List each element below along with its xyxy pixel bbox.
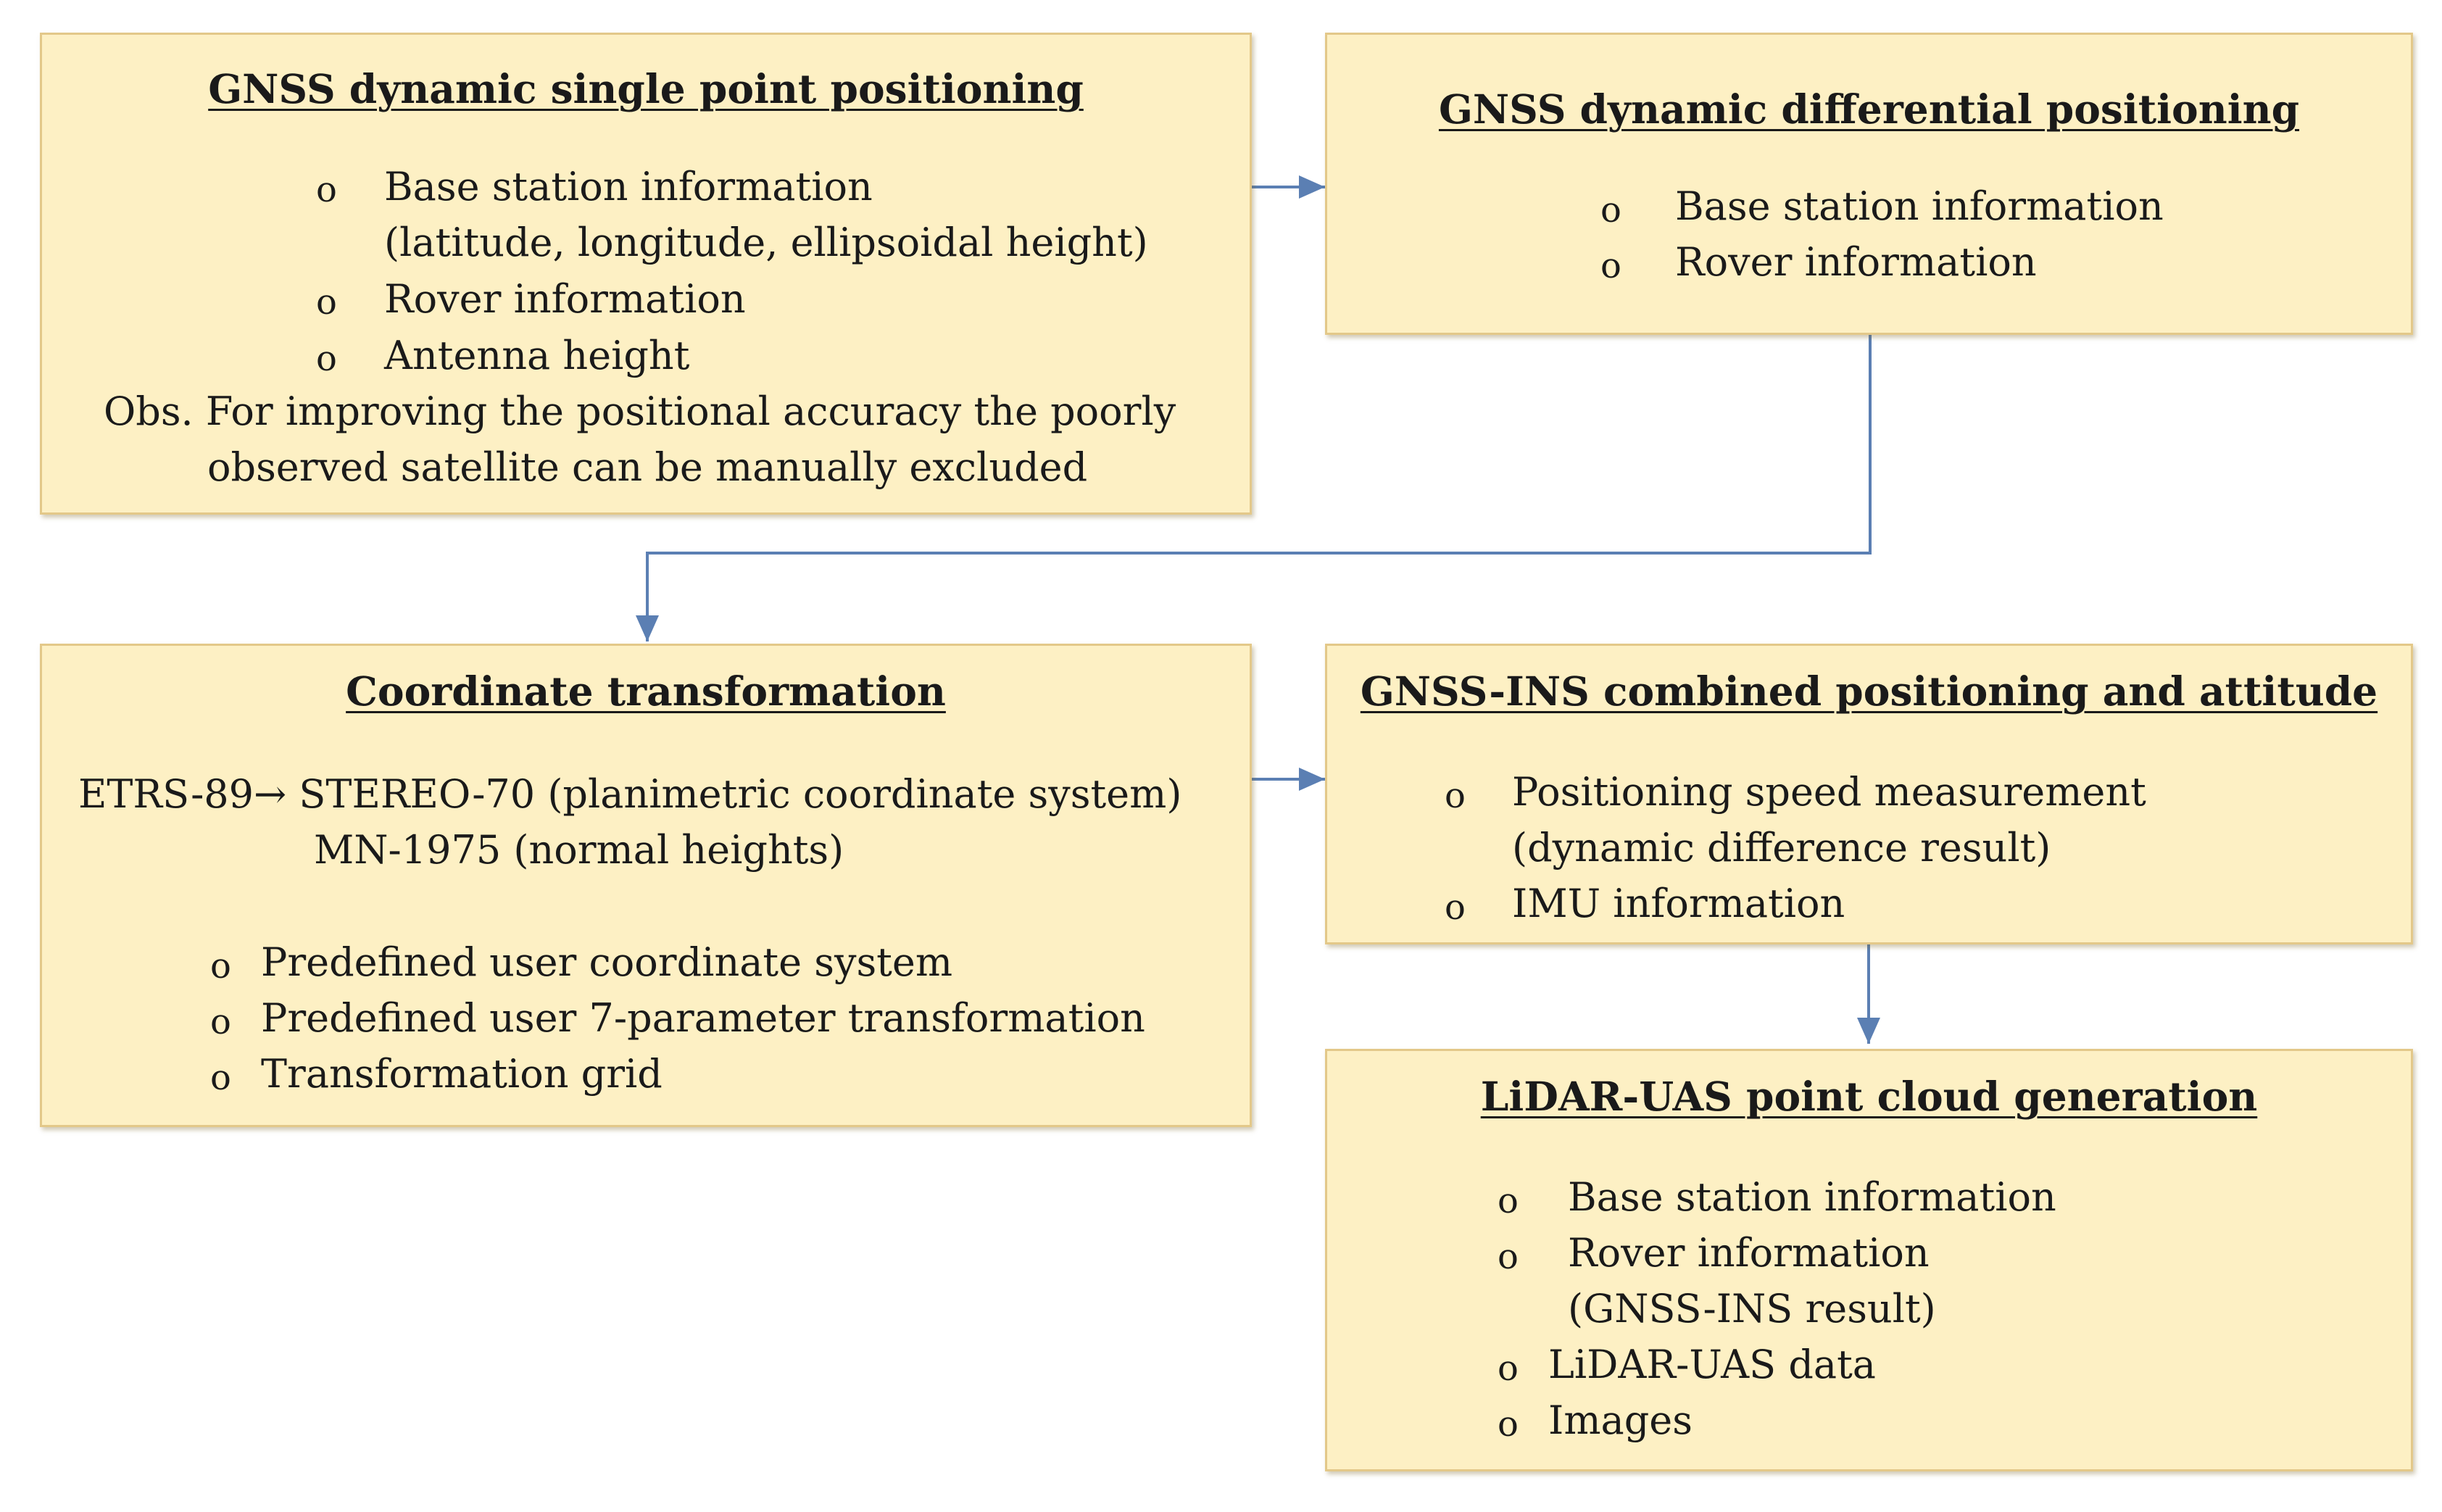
bullet: o bbox=[1498, 1348, 1519, 1389]
list-item-continuation: (dynamic difference result) bbox=[1512, 825, 2051, 871]
note-line: observed satellite can be manually exclu… bbox=[207, 444, 1088, 490]
list-item: Positioning speed measurement bbox=[1512, 769, 2146, 815]
bullet: o bbox=[316, 170, 337, 210]
box-title: Coordinate transformation bbox=[346, 668, 946, 715]
bullet: o bbox=[210, 1058, 231, 1098]
list-item: Base station information bbox=[1675, 183, 2164, 229]
list-item-continuation: (GNSS-INS result) bbox=[1568, 1286, 1936, 1332]
box-title: GNSS dynamic differential positioning bbox=[1438, 86, 2300, 133]
arrow-differential-to-coordinate bbox=[636, 335, 1872, 641]
list-item: Rover information bbox=[1675, 239, 2037, 285]
bullet: o bbox=[1445, 776, 1466, 816]
bullet: o bbox=[210, 946, 231, 986]
bullet: o bbox=[1498, 1181, 1519, 1221]
bullet: o bbox=[1600, 190, 1621, 230]
bullet: o bbox=[1498, 1404, 1519, 1445]
bullet: o bbox=[1445, 887, 1466, 928]
bullet: o bbox=[316, 338, 337, 379]
box-gnss-ins-positioning: GNSS-INS combined positioning and attitu… bbox=[1325, 644, 2413, 944]
list-item: Predefined user coordinate system bbox=[261, 939, 953, 985]
bullet: o bbox=[1600, 246, 1621, 286]
list-item: Antenna height bbox=[384, 333, 690, 378]
box-single-point-positioning: GNSS dynamic single point positioning o … bbox=[40, 33, 1252, 515]
list-item: Rover information bbox=[384, 276, 746, 322]
bullet: o bbox=[210, 1002, 231, 1042]
list-item: LiDAR-UAS data bbox=[1548, 1342, 1876, 1387]
list-item: Transformation grid bbox=[261, 1051, 663, 1097]
list-item: Base station information bbox=[384, 164, 873, 209]
transformation-line: ETRS-89→ STEREO-70 (planimetric coordina… bbox=[78, 771, 1182, 817]
list-item-continuation: (latitude, longitude, ellipsoidal height… bbox=[384, 220, 1148, 265]
bullet: o bbox=[316, 282, 337, 323]
box-lidar-point-cloud: LiDAR-UAS point cloud generation o Base … bbox=[1325, 1049, 2413, 1471]
list-item: Predefined user 7-parameter transformati… bbox=[261, 995, 1145, 1041]
bullet: o bbox=[1498, 1237, 1519, 1277]
box-differential-positioning: GNSS dynamic differential positioning o … bbox=[1325, 33, 2413, 335]
list-item: Images bbox=[1548, 1397, 1693, 1443]
box-coordinate-transformation: Coordinate transformation ETRS-89→ STERE… bbox=[40, 644, 1252, 1127]
box-title: GNSS dynamic single point positioning bbox=[208, 65, 1084, 112]
box-title: LiDAR-UAS point cloud generation bbox=[1480, 1073, 2258, 1120]
transformation-line: MN-1975 (normal heights) bbox=[314, 827, 844, 873]
box-title: GNSS-INS combined positioning and attitu… bbox=[1360, 668, 2378, 715]
list-item: IMU information bbox=[1512, 881, 1845, 926]
note-line: Obs. For improving the positional accura… bbox=[104, 389, 1176, 434]
list-item: Rover information bbox=[1568, 1230, 1930, 1276]
list-item: Base station information bbox=[1568, 1174, 2056, 1220]
